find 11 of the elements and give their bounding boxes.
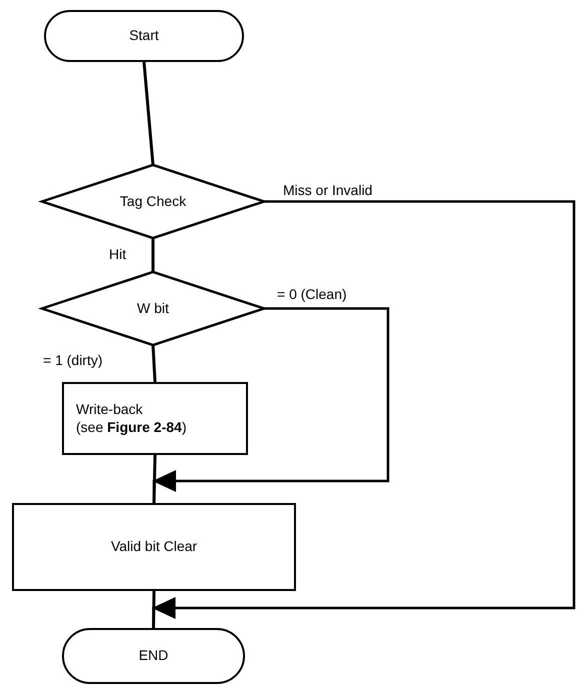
terminal-shape [44,10,244,62]
process-box [62,382,248,455]
node-label: Tag Check [120,192,186,210]
node-label: Write-back (see Figure 2-84) [76,401,186,436]
edge-label: = 0 (Clean) [276,286,348,303]
process-box [12,503,296,591]
node-label: W bit [137,300,169,318]
node-label: Valid bit Clear [110,538,198,556]
edge-label: = 1 (dirty) [42,352,104,369]
node-label: END [138,647,168,665]
node-label: Start [129,27,159,45]
